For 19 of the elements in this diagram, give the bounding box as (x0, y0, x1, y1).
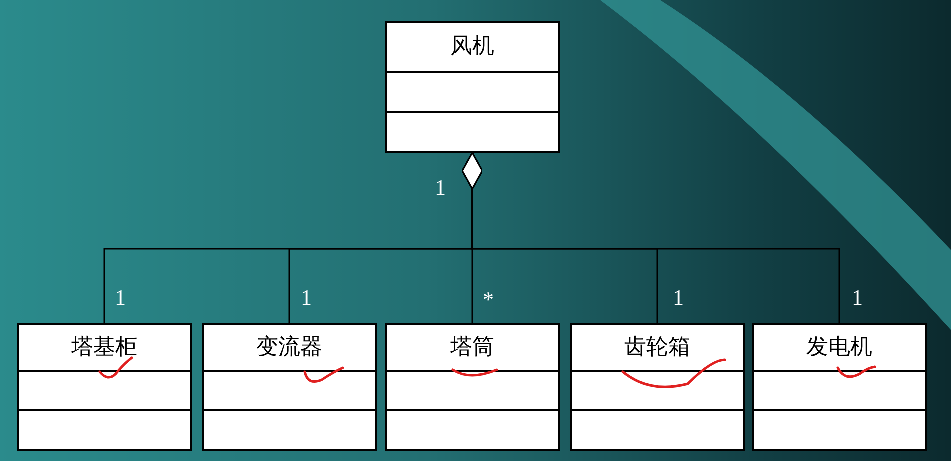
class-box (385, 21, 560, 153)
class-box (385, 323, 560, 451)
class-name: 塔筒 (450, 336, 494, 359)
multiplicity-label: 1 (301, 287, 312, 309)
class-name: 变流器 (256, 336, 322, 359)
class-name: 齿轮箱 (624, 336, 690, 359)
multiplicity-label: 1 (673, 287, 684, 309)
aggregation-connector (462, 152, 840, 323)
multiplicity-label: 1 (435, 177, 446, 199)
class-box (17, 323, 192, 451)
class-box (570, 323, 745, 451)
multiplicity-label: * (483, 289, 494, 311)
class-box (752, 323, 927, 451)
class-box (202, 323, 377, 451)
class-name: 塔基柜 (72, 336, 138, 359)
multiplicity-label: 1 (115, 287, 126, 309)
multiplicity-label: 1 (852, 287, 863, 309)
class-name: 风机 (450, 36, 494, 58)
class-name: 发电机 (806, 336, 872, 359)
